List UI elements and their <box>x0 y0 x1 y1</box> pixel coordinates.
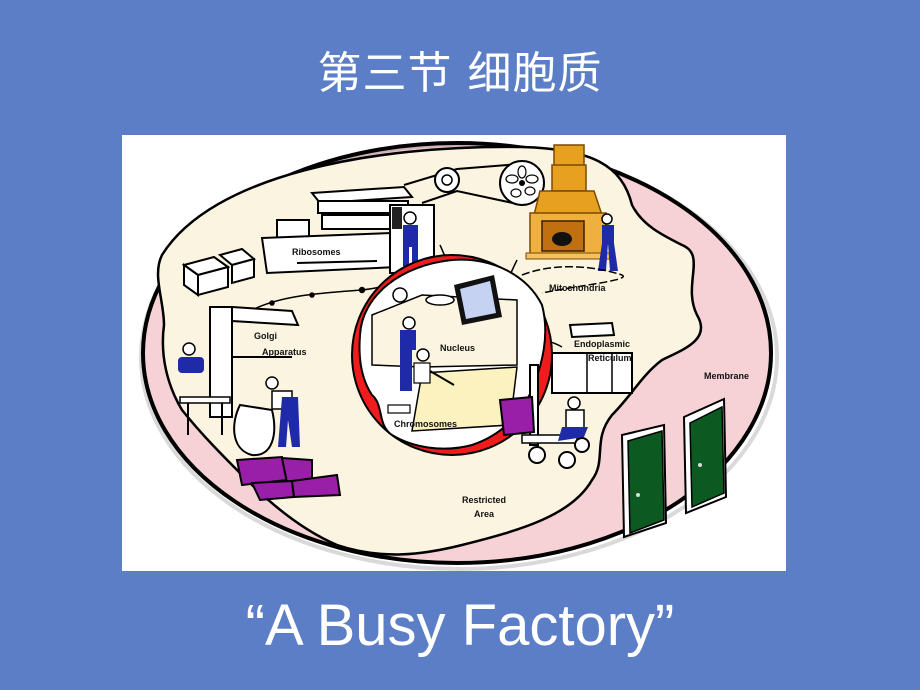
belt-and-pulleys <box>403 160 545 206</box>
cell-factory-illustration: Ribosomes <box>122 135 786 571</box>
label-restricted-line1: Restricted <box>462 495 506 505</box>
label-membrane: Membrane <box>704 371 749 381</box>
mitochondria-furnace <box>521 144 625 294</box>
label-mitochondria: Mitochondria <box>549 283 606 293</box>
endoplasmic-reticulum <box>498 321 633 469</box>
label-er-line1: Endoplasmic <box>574 339 630 349</box>
membrane-doors <box>620 397 728 539</box>
slide-caption: “A Busy Factory” <box>245 593 675 658</box>
ribosomes-machine <box>260 185 435 275</box>
label-er-line2: Reticulum <box>588 353 632 363</box>
label-golgi-line1: Golgi <box>254 331 277 341</box>
label-ribosomes: Ribosomes <box>292 247 341 257</box>
label-restricted-line2: Area <box>474 509 495 519</box>
label-golgi-line2: Apparatus <box>262 347 307 357</box>
label-nucleus: Nucleus <box>440 343 475 353</box>
golgi-apparatus <box>178 247 342 502</box>
label-chromosomes: Chromosomes <box>394 419 457 429</box>
slide-title: 第三节 细胞质 <box>317 48 603 99</box>
